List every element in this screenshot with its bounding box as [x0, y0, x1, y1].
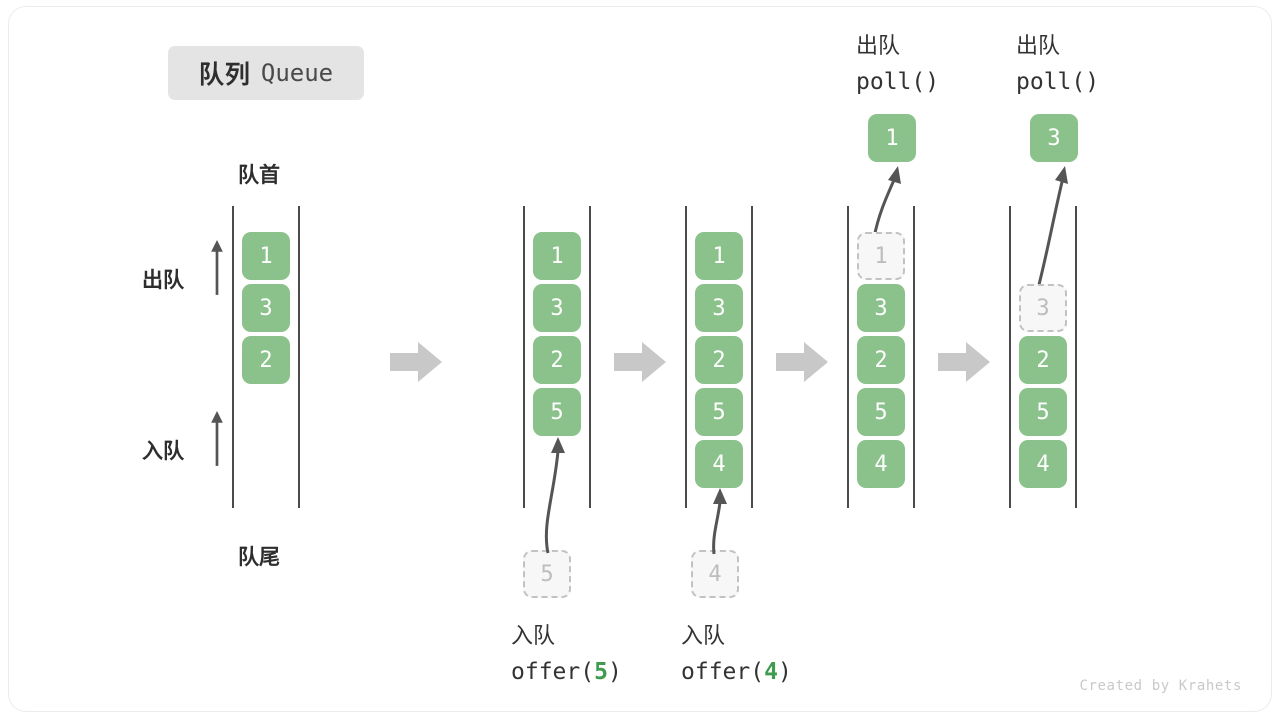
- watermark: Created by Krahets: [1079, 678, 1242, 694]
- transition-arrow-4-icon: [938, 342, 990, 382]
- queue-cell: 3: [857, 284, 905, 332]
- queue-tail-label: 队尾: [238, 546, 280, 569]
- queue-head-label: 队首: [238, 164, 280, 187]
- queue-rail-left: [1009, 206, 1011, 508]
- dequeue-direction-arrow-icon: [211, 240, 223, 295]
- queue-cell: 1: [695, 232, 743, 280]
- operation-label-poll-1: 出队 poll(): [856, 28, 939, 100]
- transition-arrow-3-icon: [776, 342, 828, 382]
- operation-label-poll-3: 出队 poll(): [1016, 28, 1099, 100]
- queue-rail-right: [589, 206, 591, 508]
- ghost-cell-poll-1: 1: [857, 232, 905, 280]
- dequeue-curve-arrow-1-icon: [872, 166, 901, 239]
- queue-cell: 3: [242, 284, 290, 332]
- title-cn: 队列: [198, 61, 251, 89]
- queue-cell: 5: [695, 388, 743, 436]
- title-badge: 队列 Queue: [168, 46, 364, 100]
- operation-code: offer(4): [681, 659, 792, 685]
- operation-label-offer-4: 入队 offer(4): [681, 618, 792, 690]
- queue-rail-left: [523, 206, 525, 508]
- queue-cell: 4: [857, 440, 905, 488]
- popped-cell-3: 3: [1030, 114, 1078, 162]
- queue-cell: 3: [533, 284, 581, 332]
- operation-label-offer-5: 入队 offer(5): [511, 618, 622, 690]
- transition-arrow-2-icon: [614, 342, 666, 382]
- queue-cell: 2: [533, 336, 581, 384]
- operation-cn: 出队: [856, 33, 901, 58]
- queue-rail-right: [913, 206, 915, 508]
- enqueue-direction-arrow-icon: [211, 411, 223, 466]
- operation-cn: 入队: [681, 623, 726, 648]
- transition-arrow-1-icon: [390, 342, 442, 382]
- queue-rail-left: [847, 206, 849, 508]
- queue-cell: 2: [242, 336, 290, 384]
- operation-code: offer(5): [511, 659, 622, 685]
- queue-cell: 3: [695, 284, 743, 332]
- queue-cell-new: 5: [533, 388, 581, 436]
- operation-code: poll(): [1016, 69, 1100, 95]
- ghost-cell-offer-5: 5: [523, 550, 571, 598]
- queue-rail-right: [1075, 206, 1077, 508]
- queue-rail-left: [232, 206, 234, 508]
- operation-cn: 出队: [1016, 33, 1061, 58]
- queue-cell: 2: [1019, 336, 1067, 384]
- ghost-cell-poll-3: 3: [1019, 284, 1067, 332]
- enqueue-curve-arrow-5-icon: [544, 437, 565, 554]
- enqueue-side-label: 入队: [142, 440, 184, 463]
- ghost-cell-offer-4: 4: [691, 550, 739, 598]
- popped-cell-1: 1: [868, 114, 916, 162]
- queue-rail-left: [685, 206, 687, 508]
- queue-cell: 4: [1019, 440, 1067, 488]
- queue-cell: 5: [857, 388, 905, 436]
- operation-cn: 入队: [511, 623, 556, 648]
- dequeue-side-label: 出队: [142, 269, 184, 292]
- queue-cell: 5: [1019, 388, 1067, 436]
- queue-rail-right: [298, 206, 300, 508]
- title-en: Queue: [260, 59, 334, 87]
- queue-cell: 2: [857, 336, 905, 384]
- queue-cell: 2: [695, 336, 743, 384]
- queue-cell: 1: [242, 232, 290, 280]
- operation-code: poll(): [856, 69, 940, 95]
- queue-rail-right: [751, 206, 753, 508]
- queue-cell-new: 4: [695, 440, 743, 488]
- enqueue-curve-arrow-4-icon: [712, 488, 727, 555]
- queue-cell: 1: [533, 232, 581, 280]
- dequeue-curve-arrow-3-icon: [1034, 166, 1068, 297]
